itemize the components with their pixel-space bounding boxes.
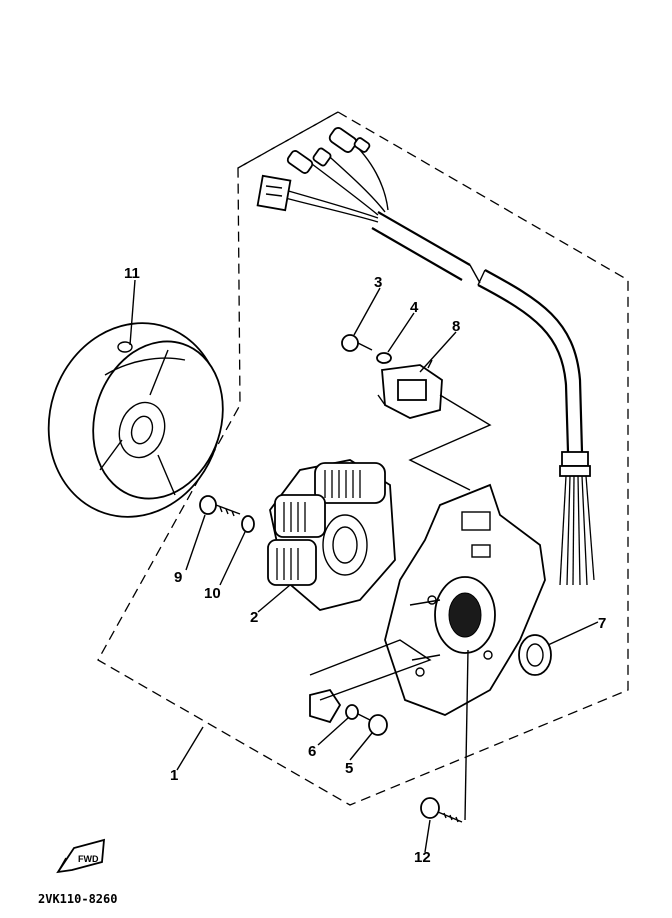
callout-1: 1 <box>170 767 178 784</box>
assembly-boundary <box>97 111 629 806</box>
callout-3: 3 <box>374 274 382 291</box>
callout-11: 11 <box>124 265 140 282</box>
screw-5 <box>357 713 388 736</box>
boundary-inner-tick <box>237 111 339 169</box>
callout-labels: 11 3 4 8 9 10 2 7 6 5 1 12 <box>124 265 606 866</box>
flywheel-rotor <box>47 322 224 518</box>
wire-harness <box>284 139 595 586</box>
stator-coil <box>267 459 396 611</box>
washer-10 <box>241 515 255 533</box>
connector-plugs <box>256 127 371 212</box>
washer-4 <box>376 352 392 364</box>
callout-4: 4 <box>410 299 419 316</box>
callout-10: 10 <box>204 585 221 602</box>
oil-seal-7 <box>518 634 552 676</box>
callout-7: 7 <box>598 615 606 632</box>
screw-12 <box>420 797 463 823</box>
screw-3 <box>341 334 373 352</box>
callout-8: 8 <box>452 318 460 335</box>
forward-arrow-icon: FWD <box>56 838 106 874</box>
callout-2: 2 <box>250 609 258 626</box>
alignment-lines <box>309 394 492 821</box>
callout-9: 9 <box>174 569 182 586</box>
callout-6: 6 <box>308 743 316 760</box>
pickup-coil <box>377 359 443 419</box>
fwd-label: FWD <box>78 854 99 864</box>
callout-5: 5 <box>345 760 353 777</box>
clamp-6 <box>309 688 359 724</box>
screw-9 <box>199 495 241 517</box>
diagram-code: 2VK110-8260 <box>38 892 117 906</box>
stator-base-plate <box>384 483 546 716</box>
callout-12: 12 <box>414 849 431 866</box>
leader-lines <box>129 279 599 853</box>
